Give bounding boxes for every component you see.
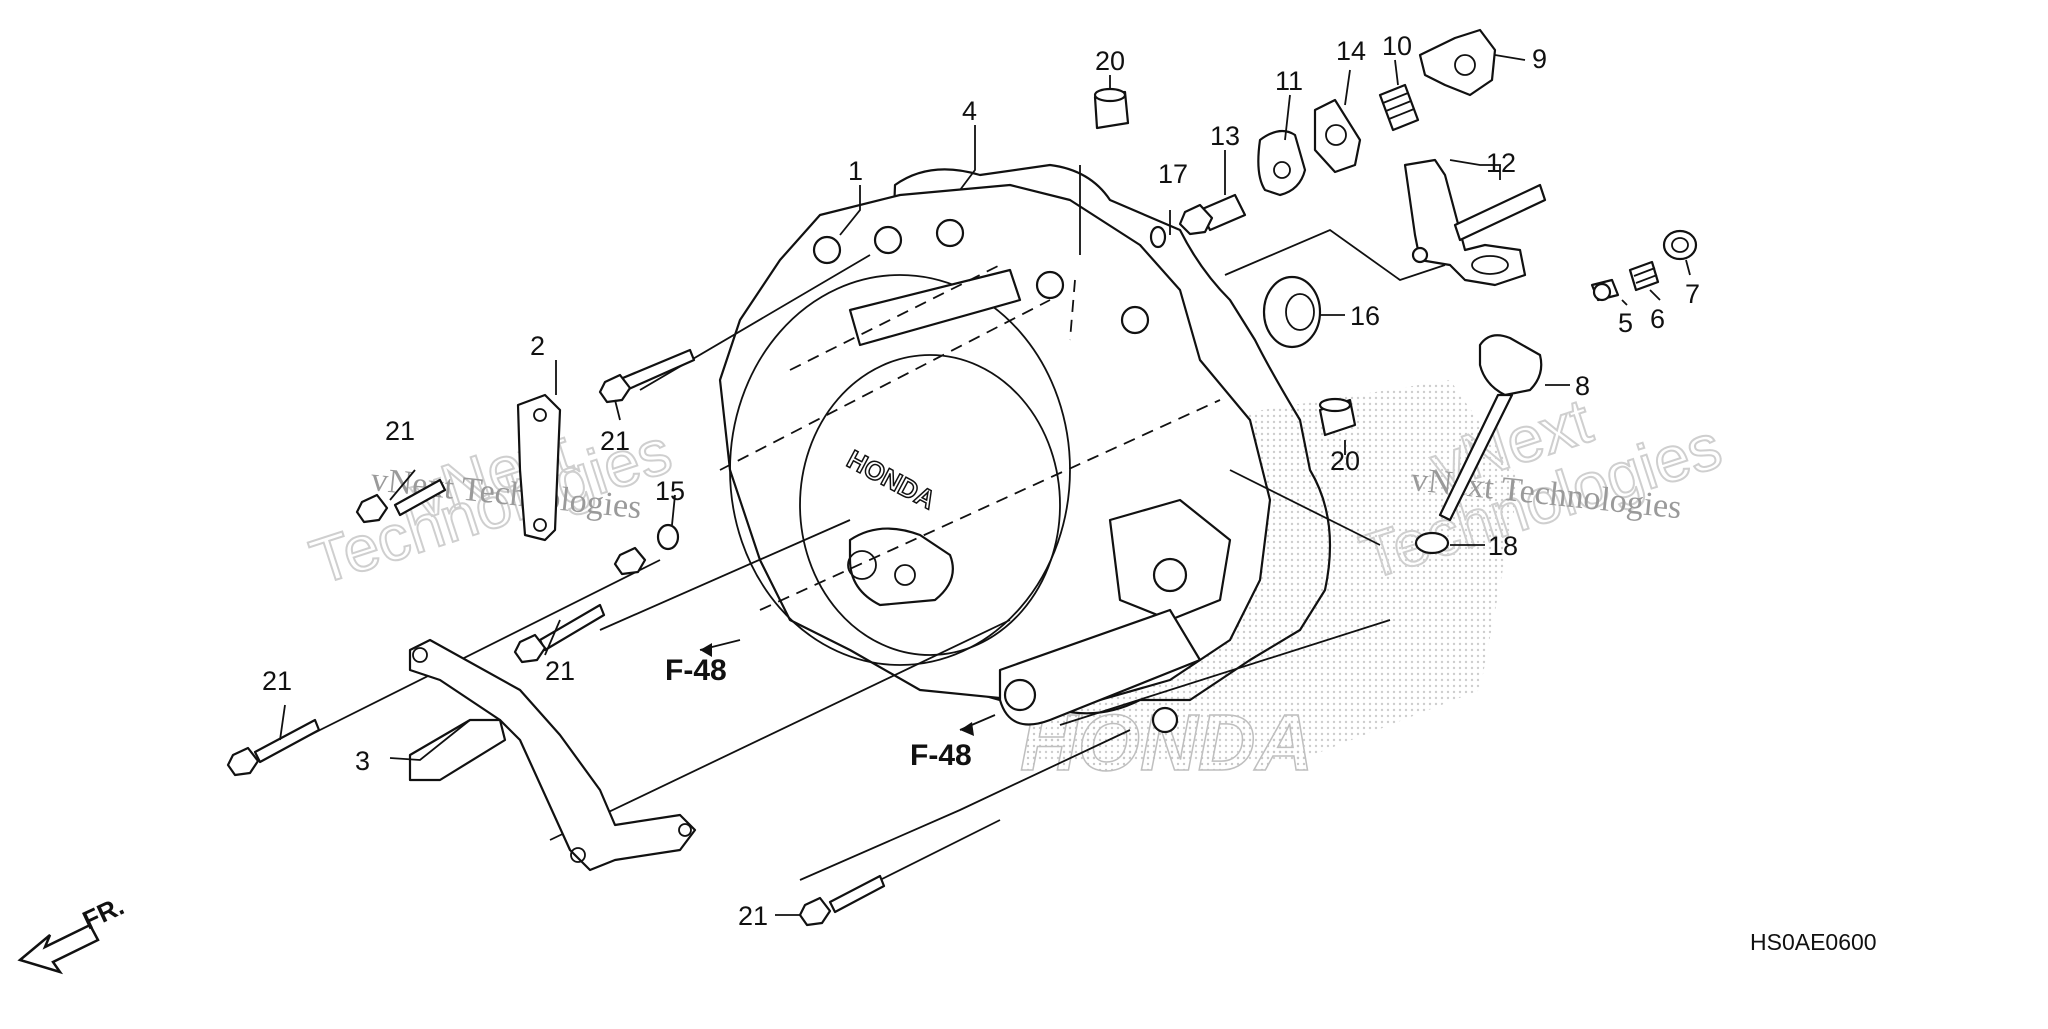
callout-21-bottom: 21	[738, 901, 768, 931]
callout-17: 17	[1158, 159, 1188, 189]
guide-shift-arm	[1224, 228, 1446, 281]
callout-16: 16	[1350, 301, 1380, 331]
guide-right	[1059, 619, 1391, 726]
callout-6: 6	[1650, 304, 1665, 334]
callout-15: 15	[655, 476, 685, 506]
dowel-pin-20-right	[1318, 397, 1357, 437]
flange-bolt-21d	[226, 718, 321, 777]
guide-bracket	[549, 619, 1011, 841]
spring-10	[1378, 83, 1420, 132]
flange-bolt-21a	[598, 348, 696, 404]
guide-dipstick	[1229, 469, 1381, 546]
callout-9: 9	[1532, 44, 1547, 74]
flange-bolt-21c	[513, 603, 606, 664]
callout-1: 1	[848, 156, 863, 186]
washer-15	[656, 523, 680, 551]
ref-arrow-a	[700, 643, 712, 657]
ref-arrow-b	[960, 722, 974, 736]
callout-21-left: 21	[385, 416, 415, 446]
callout-5: 5	[1618, 308, 1633, 338]
callout-12: 12	[1486, 148, 1516, 178]
callout-14: 14	[1336, 36, 1366, 66]
spring-6	[1628, 260, 1660, 292]
shift-arm-12	[1403, 158, 1547, 287]
o-ring-18	[1414, 531, 1450, 555]
oil-dipstick-8	[1438, 334, 1543, 522]
reference-f48-center: F-48	[910, 739, 972, 772]
callout-11: 11	[1275, 66, 1303, 96]
guide-dash-3	[759, 399, 1221, 611]
callout-4: 4	[962, 96, 977, 126]
callout-labels: 1 2 3 4 5 6 7 8 9 10 11 12 13 14 15 16 1…	[262, 31, 1700, 931]
callout-7: 7	[1685, 279, 1700, 309]
bearing-16	[1262, 275, 1322, 349]
bracket-3	[408, 638, 697, 872]
guide-bolt-21b	[599, 519, 851, 631]
front-direction-arrow: FR.	[17, 891, 129, 975]
stopper-plate-11	[1257, 129, 1307, 197]
plug-5	[1590, 278, 1620, 302]
bracket-2	[516, 393, 562, 542]
guide-bolt-21c	[309, 559, 661, 736]
callout-20-right: 20	[1330, 446, 1360, 476]
callout-21-lower-left: 21	[262, 666, 292, 696]
flange-bolt-21e	[798, 874, 886, 927]
callout-8: 8	[1575, 371, 1590, 401]
nut	[613, 546, 647, 576]
callout-13: 13	[1210, 121, 1240, 151]
flange-bolt-21b	[355, 478, 447, 524]
diagram-code: HS0AE0600	[1750, 929, 1877, 955]
plate-14	[1313, 98, 1362, 174]
guide-bolt-21d	[869, 819, 1001, 886]
callout-21-middle: 21	[545, 656, 575, 686]
drum-cam-9	[1418, 28, 1497, 97]
guide-dash-2	[719, 299, 1051, 471]
rear-crankcase-cover: HONDA	[718, 183, 1272, 734]
reference-f48-left: F-48	[665, 654, 727, 687]
callout-18: 18	[1488, 531, 1518, 561]
washer-17	[1149, 225, 1167, 249]
stud-bolt-13	[1178, 193, 1247, 236]
cap-7	[1662, 229, 1698, 261]
callout-21-upper: 21	[600, 426, 630, 456]
leader-lines	[279, 54, 1691, 916]
dowel-pin-20-top	[1093, 87, 1130, 130]
guide-dash-4	[1069, 279, 1076, 341]
callout-10: 10	[1382, 31, 1412, 61]
callout-3: 3	[355, 746, 370, 776]
callout-2: 2	[530, 331, 545, 361]
guide-lower	[799, 729, 1131, 881]
callout-20-top: 20	[1095, 46, 1125, 76]
